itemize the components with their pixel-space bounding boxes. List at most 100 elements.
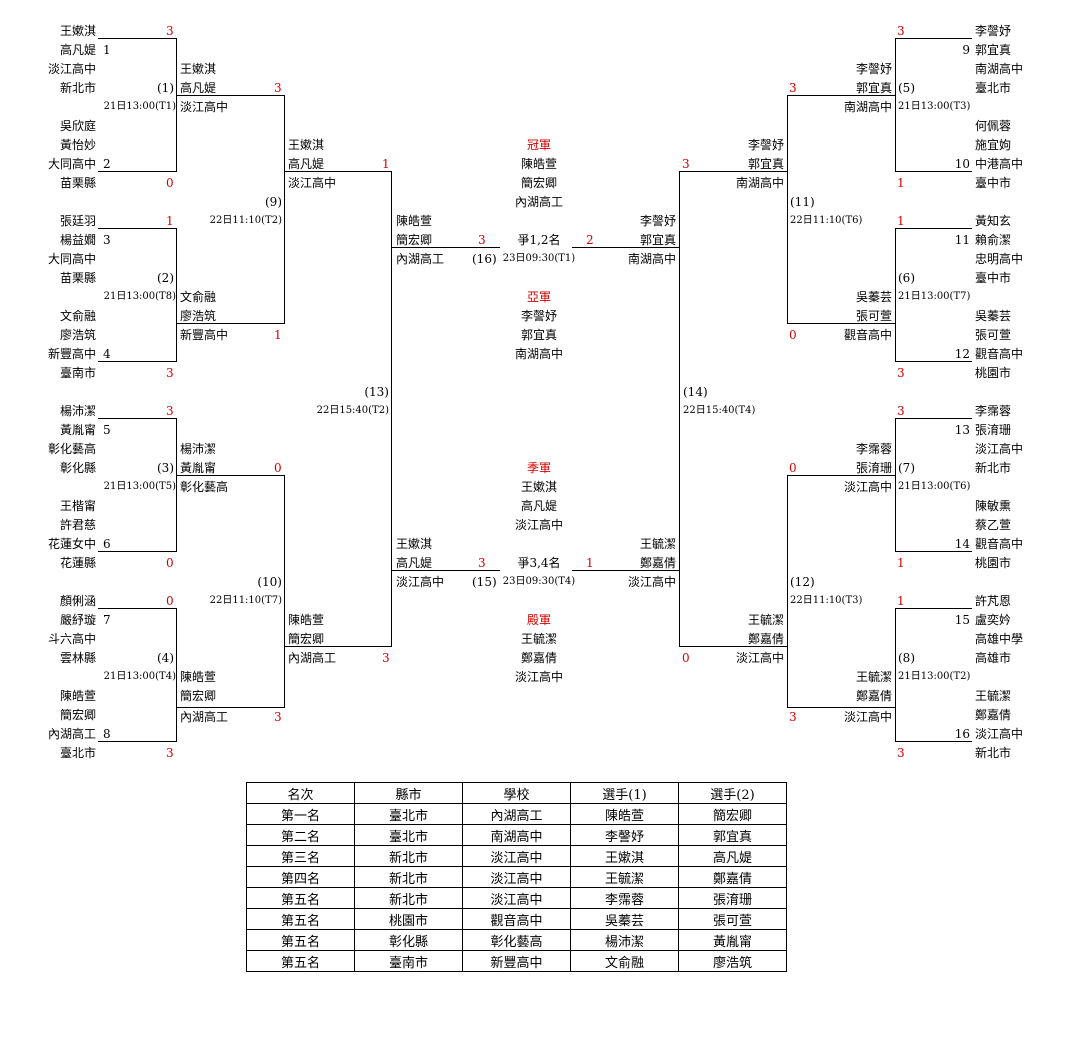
table-cell: 淡江高中 bbox=[462, 887, 571, 909]
column-header: 縣市 bbox=[354, 782, 463, 804]
entrant-school: 新豐高中 bbox=[47, 347, 96, 361]
winner-name: 張可萱 bbox=[855, 309, 892, 323]
table-cell: 楊沛潔 bbox=[570, 929, 679, 951]
table-cell: 張可萱 bbox=[678, 908, 787, 930]
bracket-line bbox=[787, 323, 895, 324]
third-label: (15) bbox=[472, 575, 497, 589]
table-row: 第三名 新北市 淡江高中 王嫰淇 高凡媞 bbox=[246, 845, 787, 867]
entrant-county: 臺南市 bbox=[59, 366, 96, 380]
match-label: (8) bbox=[898, 651, 915, 665]
table-cell: 觀音高中 bbox=[462, 908, 571, 930]
bracket-line bbox=[895, 171, 972, 172]
bracket-line bbox=[787, 475, 788, 708]
entrant-name: 郭宜真 bbox=[975, 43, 1012, 57]
entrant-county: 苗栗縣 bbox=[59, 271, 96, 285]
match-label: (10) bbox=[257, 575, 282, 589]
bracket-line bbox=[98, 228, 177, 229]
bracket-line bbox=[98, 38, 177, 39]
entrant-score: 3 bbox=[166, 366, 174, 380]
bracket-line bbox=[895, 38, 896, 172]
table-cell: 文俞融 bbox=[570, 950, 679, 972]
entrant-score: 1 bbox=[897, 594, 905, 608]
winner-school: 彰化藝高 bbox=[180, 480, 229, 494]
winner-name: 郭宜真 bbox=[747, 157, 784, 171]
award-title: 殿軍 bbox=[526, 613, 551, 627]
entrant-score: 0 bbox=[166, 556, 174, 570]
third-school: 淡江高中 bbox=[396, 575, 445, 589]
bracket-line bbox=[787, 475, 895, 476]
entrant-school: 花蓮女中 bbox=[47, 537, 96, 551]
entrant-score: 1 bbox=[897, 556, 905, 570]
entrant-name: 王楷甯 bbox=[59, 499, 96, 513]
third-name: 高凡媞 bbox=[396, 556, 433, 570]
entrant-school: 中港高中 bbox=[975, 157, 1024, 171]
match-time: 21日13:00(T8) bbox=[103, 291, 176, 302]
third-score: 3 bbox=[478, 556, 486, 570]
entrant-school: 彰化藝高 bbox=[47, 442, 96, 456]
match-time: 21日13:00(T5) bbox=[103, 481, 176, 492]
table-cell: 簡宏卿 bbox=[678, 803, 787, 825]
entrant-school: 大同高中 bbox=[47, 157, 96, 171]
table-cell: 淡江高中 bbox=[462, 845, 571, 867]
award-school: 淡江高中 bbox=[514, 518, 563, 532]
winner-name: 李霈蓉 bbox=[855, 442, 892, 456]
entrant-name: 吳蓁芸 bbox=[975, 309, 1012, 323]
bracket-line bbox=[98, 171, 177, 172]
winner-score: 0 bbox=[274, 461, 282, 475]
entrant-score: 3 bbox=[897, 366, 905, 380]
entrant-name: 張可萱 bbox=[975, 328, 1012, 342]
award-school: 南湖高中 bbox=[514, 347, 563, 361]
third-title: 爭3,4名 bbox=[517, 556, 561, 570]
entrant-seed: 3 bbox=[103, 233, 111, 247]
final-label: (16) bbox=[472, 252, 497, 266]
winner-school: 淡江高中 bbox=[843, 480, 892, 494]
bracket-line bbox=[787, 95, 895, 96]
table-cell: 張淯珊 bbox=[678, 887, 787, 909]
bracket-line bbox=[679, 646, 787, 647]
entrant-county: 桃園市 bbox=[975, 366, 1012, 380]
entrant-name: 簡宏卿 bbox=[59, 708, 96, 722]
bracket-line bbox=[177, 323, 285, 324]
winner-score: 1 bbox=[382, 157, 390, 171]
winner-name: 王毓潔 bbox=[855, 670, 892, 684]
entrant-school: 忠明高中 bbox=[975, 252, 1024, 266]
entrant-score: 3 bbox=[166, 24, 174, 38]
bracket-line bbox=[895, 608, 972, 609]
winner-school: 新豐高中 bbox=[180, 328, 229, 342]
table-cell: 第二名 bbox=[246, 824, 355, 846]
bracket-line bbox=[572, 247, 680, 248]
winner-score: 3 bbox=[682, 157, 690, 171]
final-title: 爭1,2名 bbox=[517, 233, 561, 247]
bracket-line bbox=[895, 228, 972, 229]
match-label: (12) bbox=[790, 575, 815, 589]
bracket-line bbox=[895, 361, 972, 362]
entrant-school: 高雄中學 bbox=[975, 632, 1024, 646]
entrant-name: 盧奕妗 bbox=[975, 613, 1012, 627]
entrant-name: 陳敏熏 bbox=[975, 499, 1012, 513]
column-header: 學校 bbox=[462, 782, 571, 804]
table-cell: 桃園市 bbox=[354, 908, 463, 930]
entrant-school: 觀音高中 bbox=[975, 537, 1024, 551]
entrant-name: 何佩蓉 bbox=[975, 119, 1012, 133]
table-cell: 高凡媞 bbox=[678, 845, 787, 867]
winner-score: 1 bbox=[274, 328, 282, 342]
entrant-name: 楊沛潔 bbox=[59, 404, 96, 418]
award-name: 鄭嘉倩 bbox=[520, 651, 557, 665]
bracket-line bbox=[285, 646, 392, 647]
winner-name: 張淯珊 bbox=[855, 461, 892, 475]
bracket-line bbox=[284, 475, 285, 708]
winner-school: 南湖高中 bbox=[843, 100, 892, 114]
bracket-line bbox=[176, 38, 177, 172]
winner-name: 王嫰淇 bbox=[180, 62, 217, 76]
results-table: 名次 縣市 學校 選手(1) 選手(2) 第一名 臺北市 內湖高工 陳皓萱 簡宏… bbox=[246, 782, 787, 972]
award-title: 冠軍 bbox=[526, 138, 551, 152]
entrant-name: 文俞融 bbox=[59, 309, 96, 323]
table-cell: 彰化藝高 bbox=[462, 929, 571, 951]
match-time: 22日11:10(T3) bbox=[790, 595, 863, 606]
entrant-name: 王嫰淇 bbox=[59, 24, 96, 38]
entrant-score: 3 bbox=[166, 404, 174, 418]
award-school: 淡江高中 bbox=[514, 670, 563, 684]
table-cell: 李謦妤 bbox=[570, 824, 679, 846]
match-time: 21日13:00(T4) bbox=[103, 671, 176, 682]
bracket-line bbox=[391, 171, 392, 647]
